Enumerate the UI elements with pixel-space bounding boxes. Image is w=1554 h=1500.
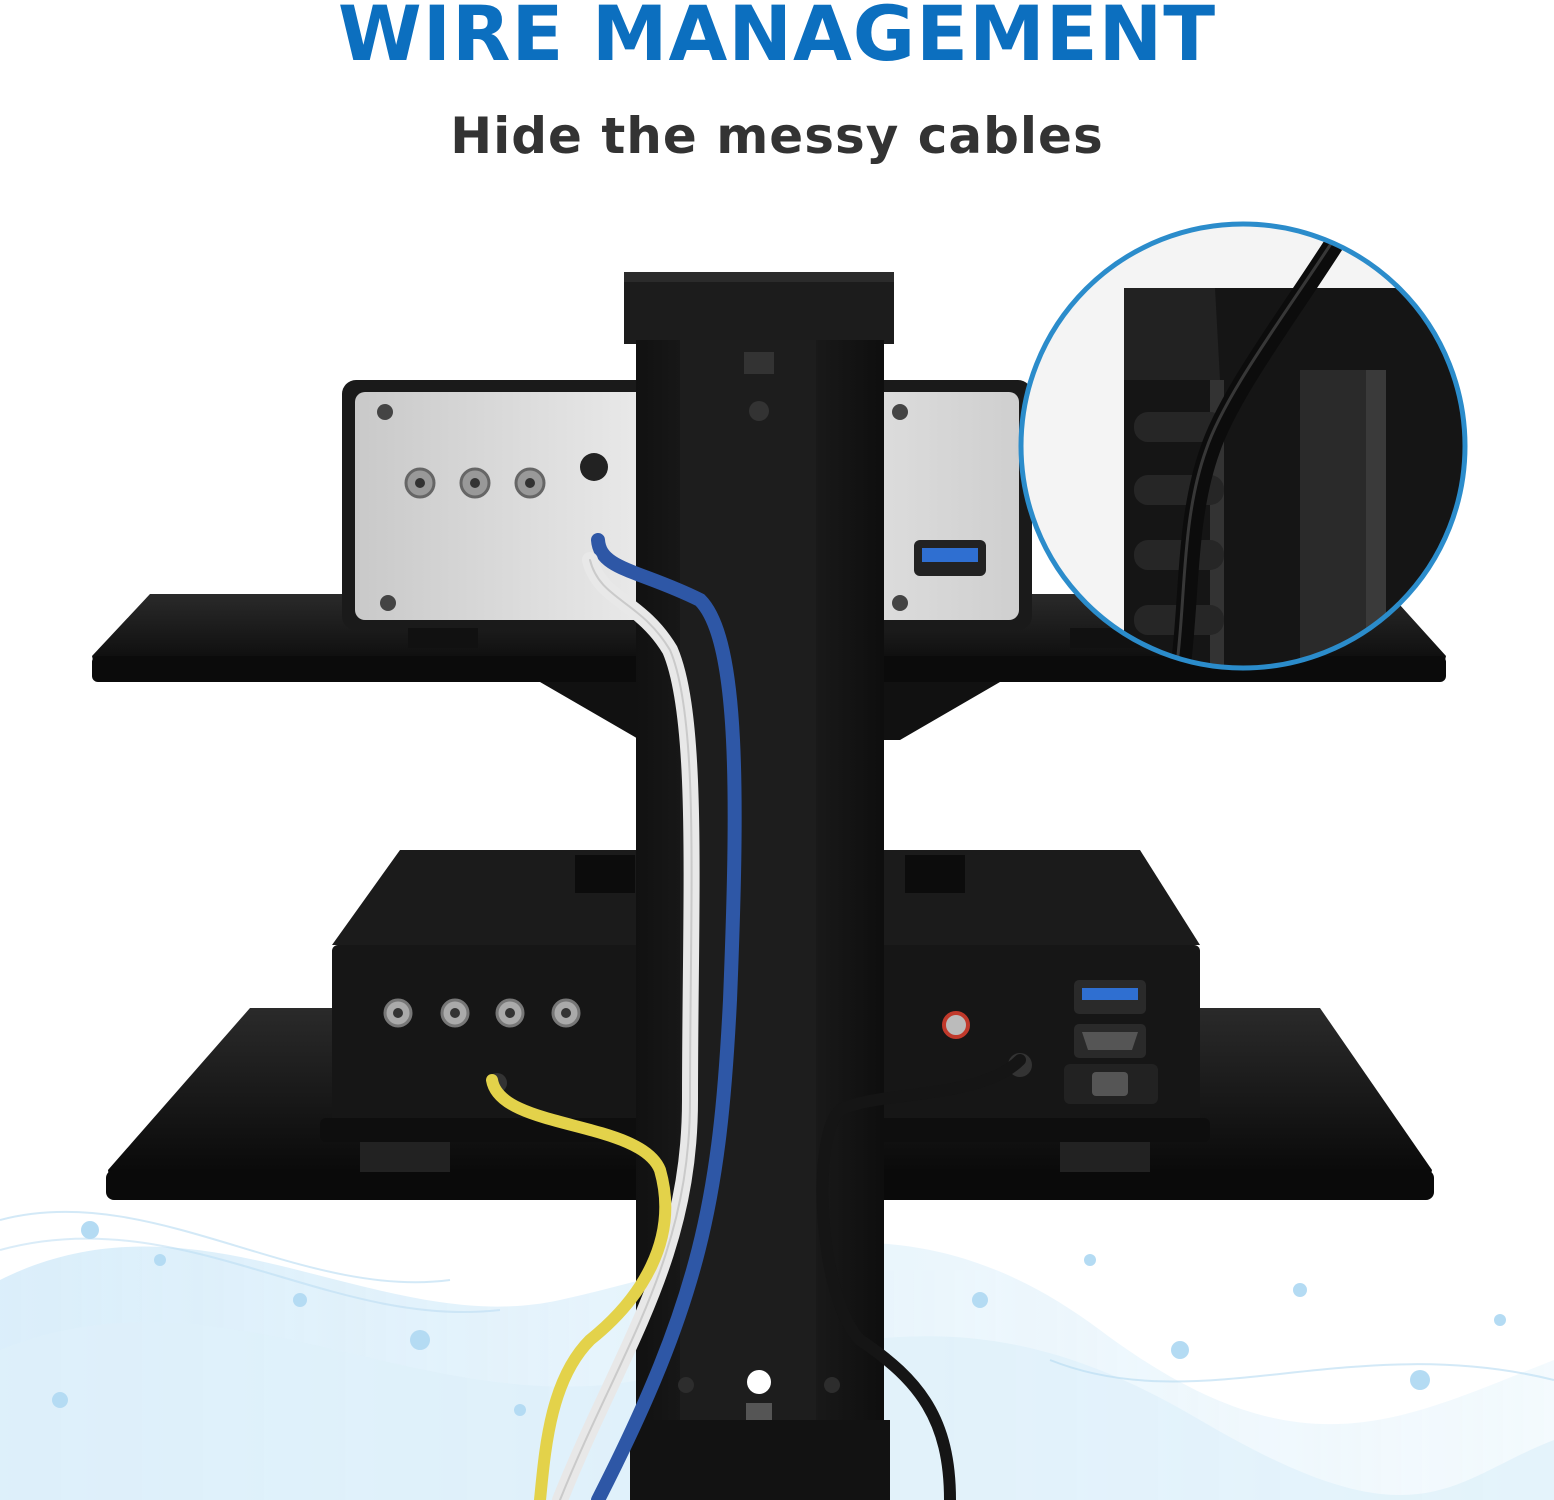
rca-ports-lower (383, 998, 581, 1028)
hdmi-port (1074, 1024, 1146, 1058)
power-port (1064, 1064, 1158, 1104)
page-subtitle: Hide the messy cables (450, 107, 1104, 165)
usb-port-upper (914, 540, 986, 576)
cable-white-outline (559, 559, 693, 1500)
page-title: WIRE MANAGEMENT (337, 0, 1217, 78)
cable-yellow (486, 1074, 672, 1500)
cable-blue (591, 533, 742, 1500)
rca-ports-upper (404, 467, 546, 499)
zoom-ring (1018, 221, 1468, 671)
usb-port-lower (1074, 980, 1146, 1014)
cables (486, 533, 1026, 1500)
cable-black (816, 1054, 1026, 1500)
cable-clip-closeup (1018, 221, 1468, 671)
center-pole (624, 272, 894, 1500)
